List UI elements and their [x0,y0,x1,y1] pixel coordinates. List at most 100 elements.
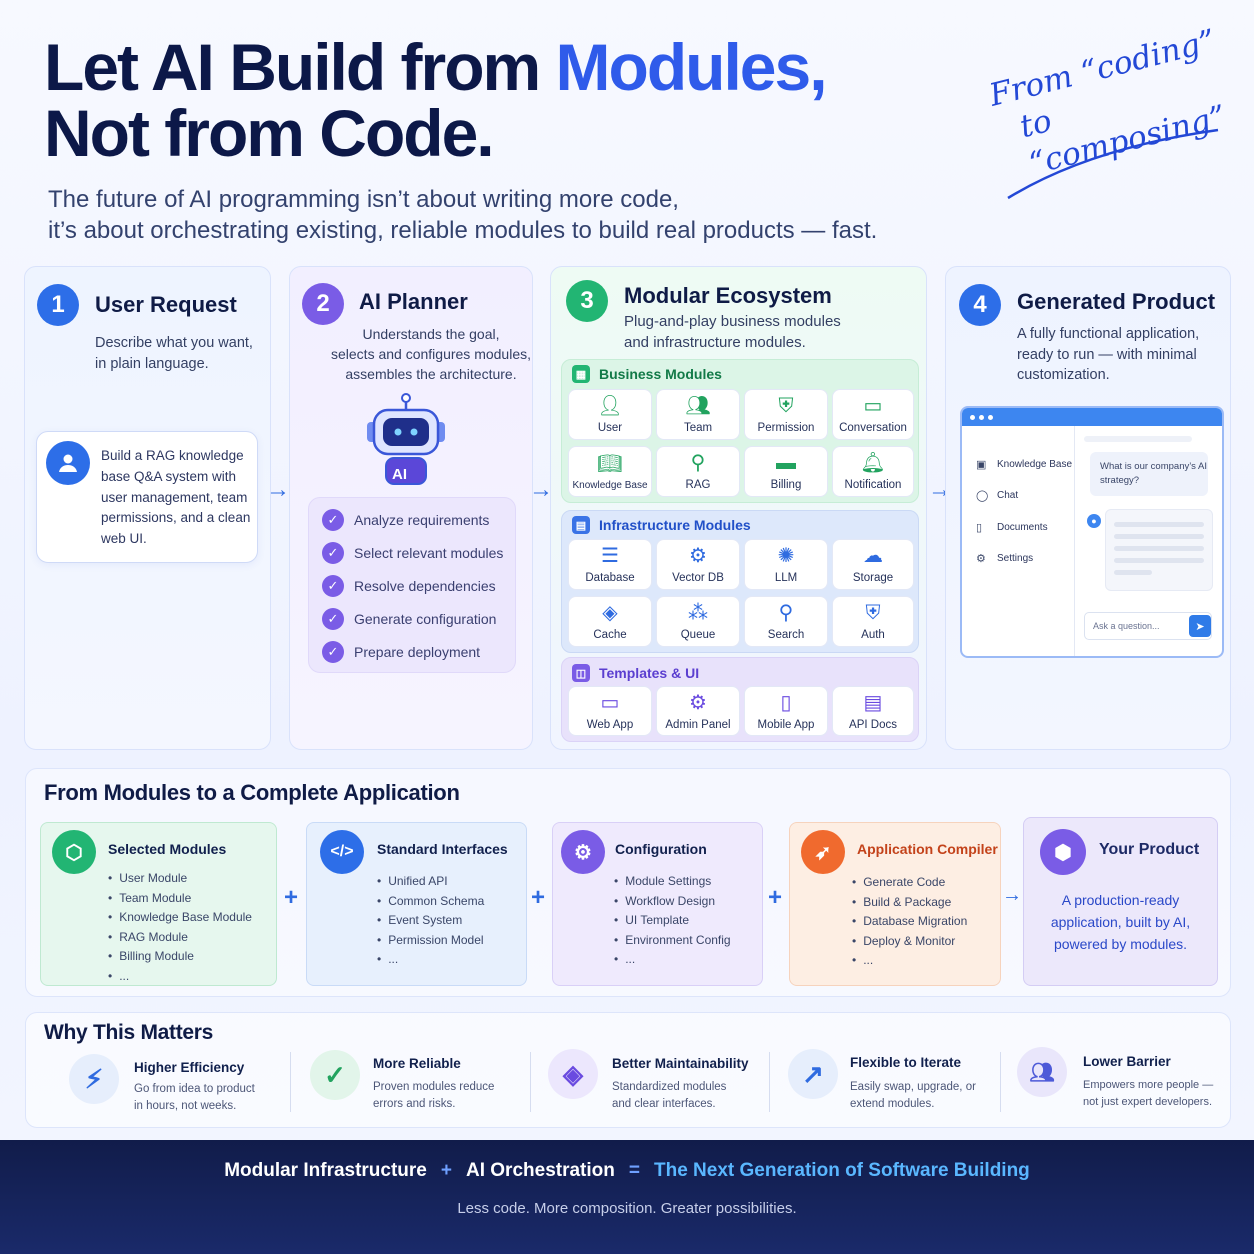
chat-input-field[interactable]: Ask a question... ➤ [1084,612,1212,640]
product-text-line: A production-ready [1061,892,1180,908]
database-icon: ☰ [601,545,619,567]
code-icon: </> [320,830,364,874]
sidebar-item-knowledge-base[interactable]: ▣Knowledge Base [976,458,1072,471]
gear-icon: ⚙ [976,553,986,565]
template-tile-web-app[interactable]: ▭Web App [568,686,652,736]
request-line: base Q&A system with [101,468,237,484]
sidebar-item-chat[interactable]: ◯Chat [976,489,1018,502]
module-tile-notification[interactable]: 🔔︎Notification [832,446,914,497]
lightning-icon: ⚡︎ [69,1054,119,1104]
bot-avatar-icon: ● [1087,514,1101,528]
divider [290,1052,291,1112]
step-desc-1: Describe what you want, in plain languag… [95,333,253,374]
module-tile-user[interactable]: 👤︎User [568,389,652,440]
product-app-mockup: ▣Knowledge Base ◯Chat ▯Documents ⚙Settin… [960,406,1224,658]
title-line2: Not from Code. [44,96,495,170]
page-subtitle: The future of AI programming isn’t about… [48,184,948,246]
footer-plus: + [440,1160,452,1181]
request-line: permissions, and a clean [101,510,251,526]
step-number-4: 4 [959,284,1001,326]
step-desc-2: Understands the goal, selects and config… [318,324,544,384]
product-text-line: powered by modules. [1053,936,1188,952]
module-tile-permission[interactable]: ⛨Permission [744,389,828,440]
arrow-up-right-icon: ↗ [788,1049,838,1099]
shield-check-icon: ✓ [310,1050,360,1100]
card-list-item: Environment Config [614,931,730,951]
module-tile-database[interactable]: ☰Database [568,539,652,590]
templates-title: ◫Templates & UI [572,664,699,682]
shield-check-icon: ⛨ [778,395,794,417]
card-list-item: ... [377,950,484,970]
module-tile-queue[interactable]: ⁂Queue [656,596,740,647]
request-line: web UI. [101,531,147,547]
card-list-item: ... [614,950,731,970]
step-number-1: 1 [37,284,79,326]
sidebar-item-settings[interactable]: ⚙Settings [976,552,1033,565]
request-text: Build a RAG knowledge base Q&A system wi… [101,446,250,550]
module-tile-llm[interactable]: ✺LLM [744,539,828,590]
check-icon: ✓ [322,641,344,663]
module-tile-rag[interactable]: ⚲RAG [656,446,740,497]
why-desc-line: extend modules. [850,1098,935,1110]
checklist-item: ✓Resolve dependencies [322,575,496,597]
module-tile-cache[interactable]: ◈Cache [568,596,652,647]
template-tile-mobile-app[interactable]: ▯Mobile App [744,686,828,736]
checklist-label: Analyze requirements [354,512,490,528]
module-tile-knowledge-base[interactable]: 📖︎Knowledge Base [568,446,652,497]
template-tile-admin-panel[interactable]: ⚙Admin Panel [656,686,740,736]
footer-banner [0,1140,1254,1254]
card-list-item: RAG Module [108,928,252,948]
doc-icon: ▤ [863,691,883,714]
checklist-item: ✓Analyze requirements [322,509,489,531]
module-tile-conversation[interactable]: ▭Conversation [832,389,914,440]
card-list-item: Database Migration [852,912,967,932]
why-desc-line: Standardized modules [612,1081,727,1093]
module-tile-search[interactable]: ⚲Search [744,596,828,647]
flow-arrow-icon: → [266,476,290,503]
robot-label: AI [392,466,407,483]
why-item-title: Lower Barrier [1083,1054,1171,1069]
card-list: User Module Team Module Knowledge Base M… [108,869,252,986]
card-list: Module Settings Workflow Design UI Templ… [614,872,731,970]
card-list-item: UI Template [614,911,731,931]
send-icon[interactable]: ➤ [1189,615,1211,637]
step-desc-4: A fully functional application, ready to… [1017,324,1199,386]
tile-label: Notification [844,479,902,491]
product-text: A production-ready application, built by… [1028,889,1213,955]
card-list-item: Permission Model [377,931,484,951]
module-tile-billing[interactable]: ▬Billing [744,446,828,497]
template-icon: ◫ [572,664,590,682]
module-tile-team[interactable]: 👥︎Team [656,389,740,440]
step-title-4: Generated Product [1017,289,1216,314]
step2-desc-line: Understands the goal, [362,326,500,342]
search-icon: ⚲ [690,452,706,474]
step4-desc-line: ready to run — with minimal [1017,346,1197,363]
database-icon: ▣ [976,459,987,471]
search-icon: ⚲ [778,602,794,624]
robot-icon [367,393,445,485]
people-icon: 👥︎ [1017,1047,1067,1097]
plus-icon: + [531,884,546,911]
cube-icon: ⬡ [52,830,96,874]
step3-desc-line: and infrastructure modules. [624,334,806,351]
card-list-item: Generate Code [852,873,967,893]
flow-arrow-icon: → [1002,884,1022,906]
tile-label: Vector DB [672,572,724,584]
module-tile-auth[interactable]: ⛨Auth [832,596,914,647]
sidebar-item-documents[interactable]: ▯Documents [976,521,1048,534]
page-title: Let AI Build from Modules, Not from Code… [44,34,828,170]
tile-label: Conversation [839,422,907,434]
sidebar-label: Documents [997,522,1048,533]
footer-part3: The Next Generation of Software Building [653,1160,1030,1181]
tile-label: Queue [680,629,716,641]
step-number-2: 2 [302,283,344,325]
request-line: Build a RAG knowledge [101,448,244,463]
checklist-item: ✓Prepare deployment [322,641,480,663]
chat-message-reply [1105,509,1213,591]
template-tile-api-docs[interactable]: ▤API Docs [832,686,914,736]
why-desc-line: Proven modules reduce [373,1081,495,1093]
handwritten-underline [1007,128,1219,200]
module-tile-vector-db[interactable]: ⚙Vector DB [656,539,740,590]
module-tile-storage[interactable]: ☁Storage [832,539,914,590]
footer-part1: Modular Infrastructure [224,1160,427,1181]
